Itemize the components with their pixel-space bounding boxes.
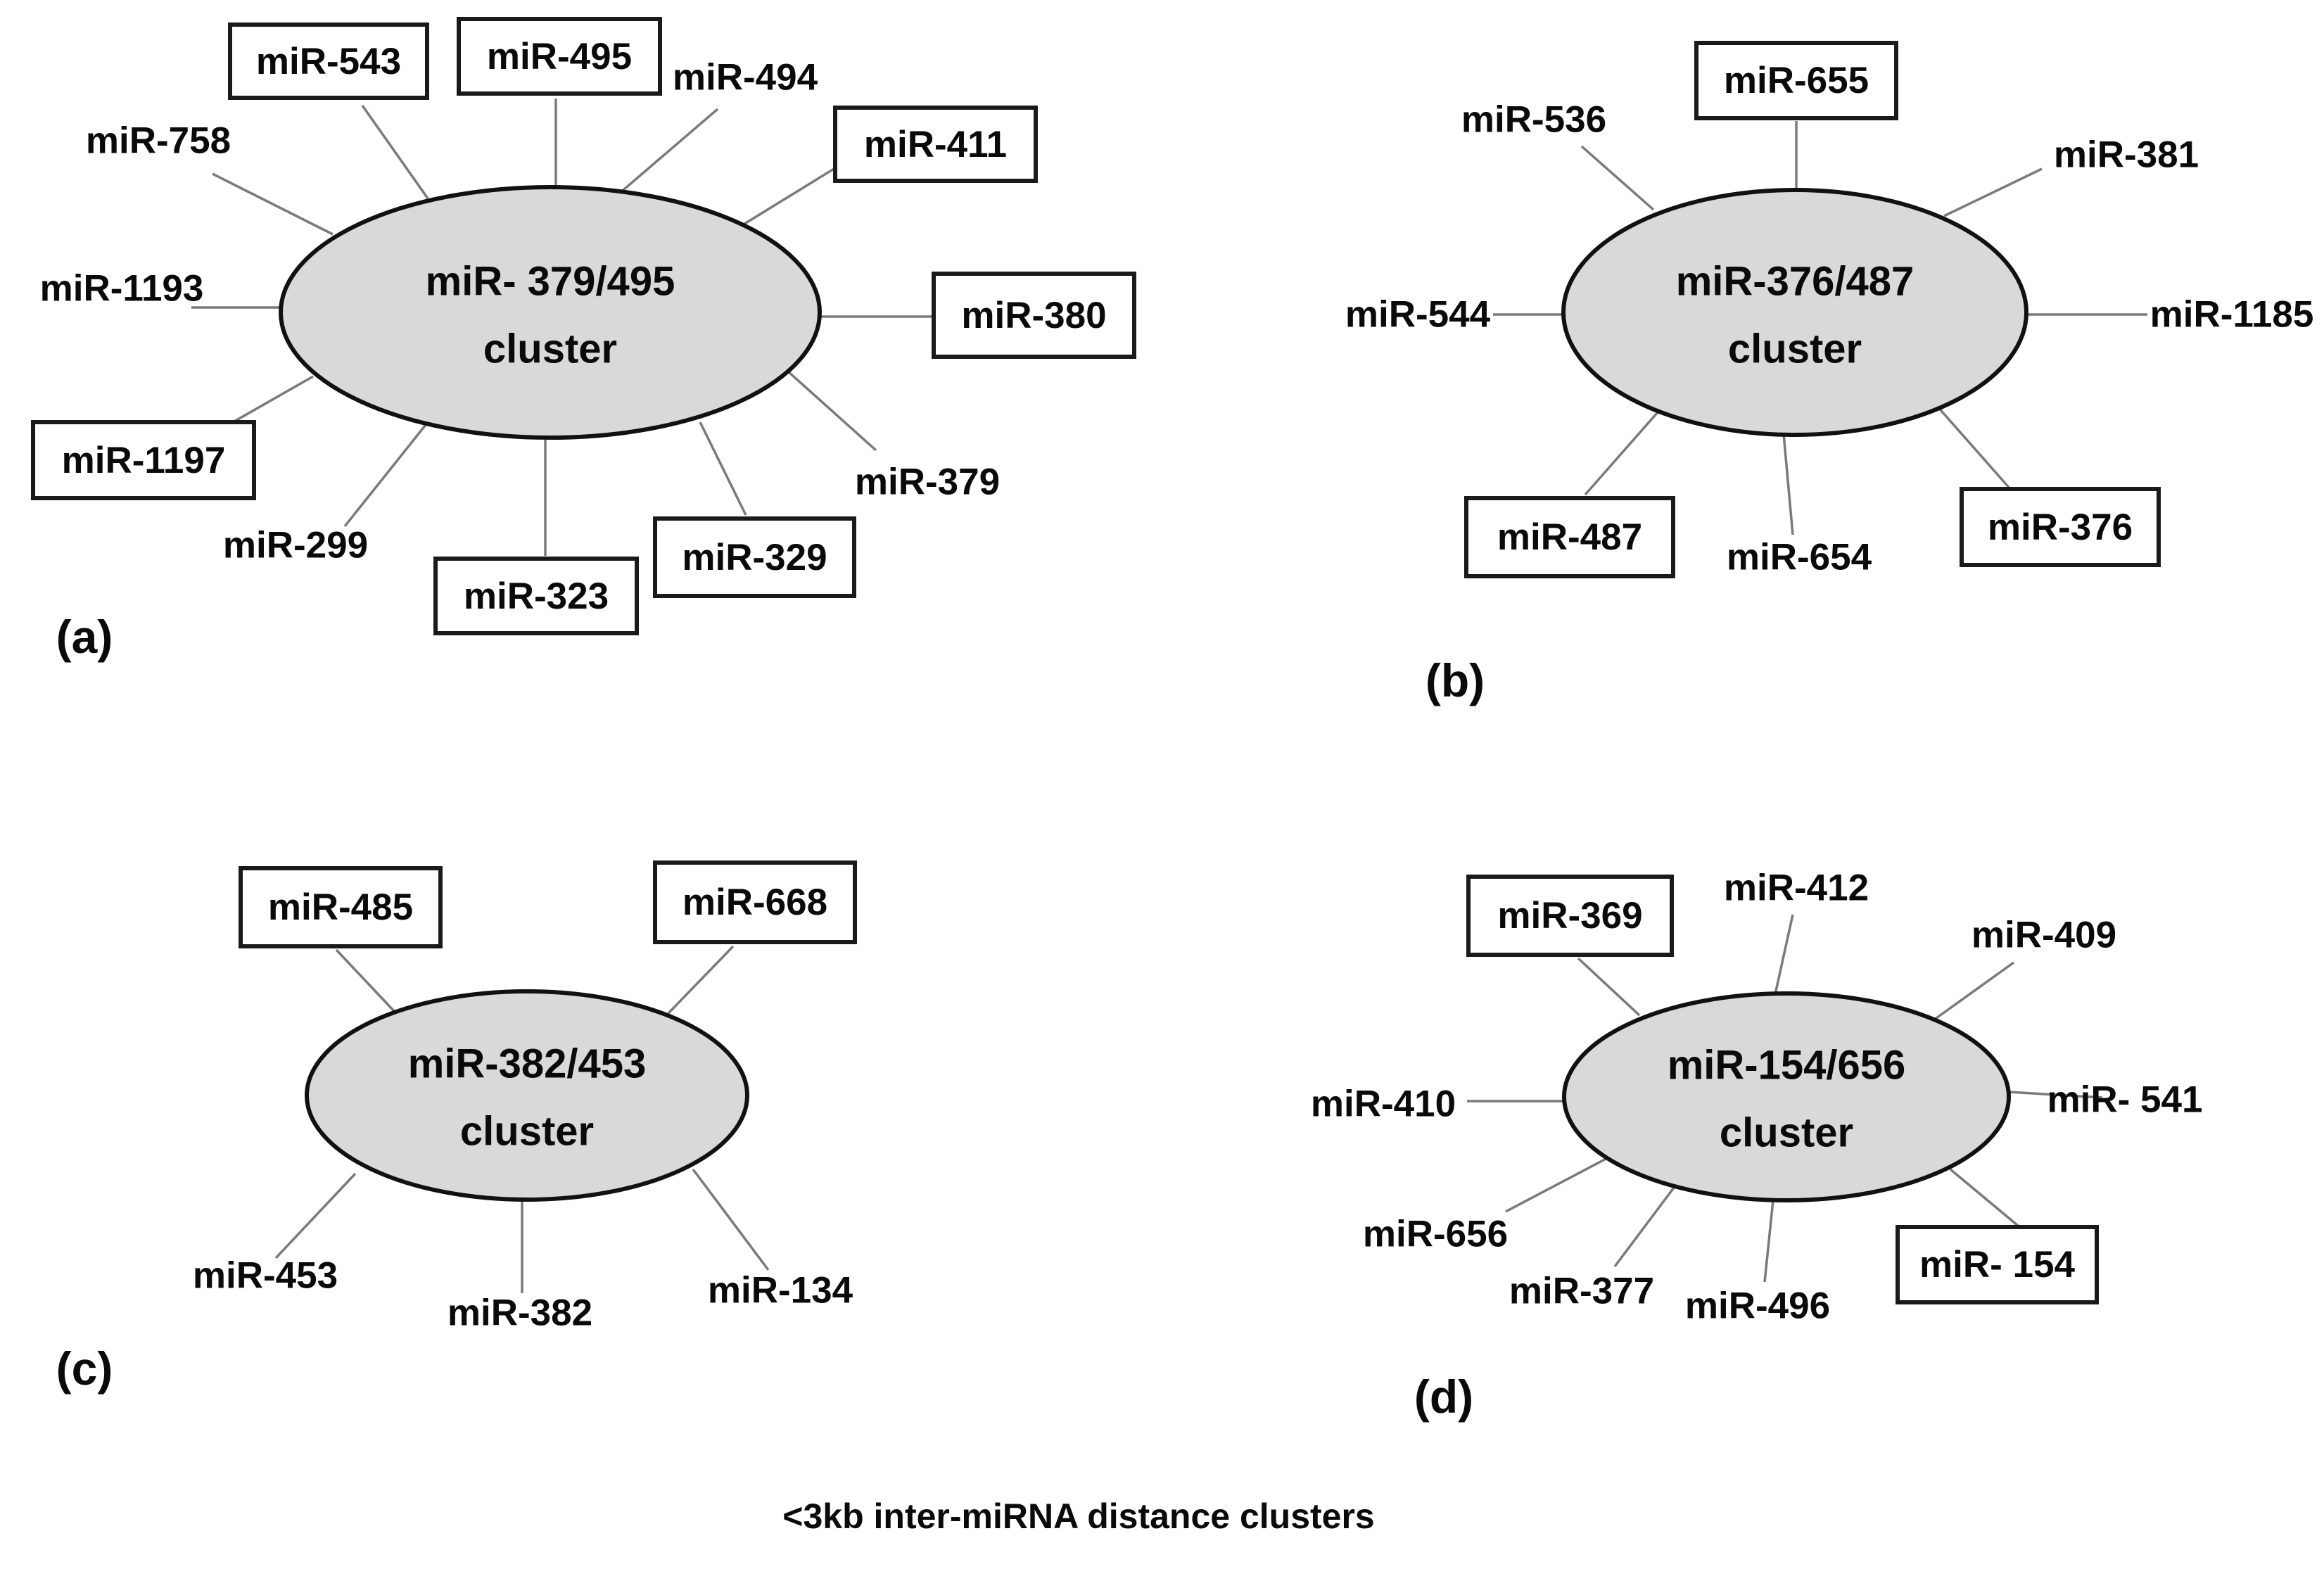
- node-miR-668: miR-668: [653, 860, 857, 944]
- cluster-a-title-line1: miR- 379/495: [425, 258, 675, 305]
- node-miR-382: miR-382: [447, 1292, 593, 1334]
- node-miR-656: miR-656: [1362, 1213, 1509, 1255]
- node-miR-1197: miR-1197: [31, 420, 256, 500]
- node-miR-758: miR-758: [85, 120, 231, 162]
- node-miR-134: miR-134: [707, 1269, 853, 1311]
- node-miR-379: miR-379: [854, 461, 1001, 503]
- node-miR-154: miR- 154: [1896, 1225, 2099, 1304]
- cluster-d-title-line1: miR-154/656: [1667, 1042, 1906, 1088]
- node-miR-411: miR-411: [833, 106, 1038, 183]
- node-miR-536: miR-536: [1461, 99, 1607, 141]
- cluster-d-title: miR-154/656 cluster: [1668, 1031, 1906, 1166]
- cluster-b-title-line1: miR-376/487: [1675, 258, 1915, 305]
- panel-label-b: (b): [1425, 654, 1485, 706]
- cluster-c-title-line2: cluster: [459, 1108, 595, 1154]
- node-miR-494: miR-494: [672, 56, 818, 99]
- node-miR-412: miR-412: [1723, 867, 1869, 909]
- node-miR-495: miR-495: [457, 17, 662, 96]
- node-miR-376: miR-376: [1960, 487, 2161, 567]
- node-miR-541: miR- 541: [2047, 1079, 2203, 1121]
- node-miR-453: miR-453: [192, 1254, 338, 1297]
- node-miR-380: miR-380: [932, 272, 1136, 359]
- node-miR-544: miR-544: [1345, 293, 1491, 336]
- panel-label-c: (c): [56, 1342, 113, 1395]
- cluster-b-title: miR-376/487 cluster: [1676, 248, 1915, 382]
- node-miR-543: miR-543: [228, 23, 429, 100]
- cluster-b-title-line2: cluster: [1727, 326, 1862, 371]
- node-miR-487: miR-487: [1464, 496, 1675, 578]
- node-miR-369: miR-369: [1466, 875, 1674, 957]
- node-miR-654: miR-654: [1726, 536, 1872, 578]
- node-miR-1185: miR-1185: [2150, 293, 2314, 336]
- node-miR-410: miR-410: [1310, 1083, 1456, 1125]
- node-miR-655: miR-655: [1694, 41, 1898, 120]
- cluster-d-ellipse: [1562, 991, 2011, 1202]
- node-miR-299: miR-299: [222, 524, 369, 566]
- cluster-a-title-line2: cluster: [483, 326, 618, 371]
- cluster-c-ellipse: [305, 989, 749, 1202]
- panel-label-d: (d): [1414, 1371, 1474, 1423]
- node-miR-377: miR-377: [1509, 1270, 1655, 1312]
- cluster-c-title: miR-382/453 cluster: [408, 1030, 647, 1164]
- node-miR-329: miR-329: [653, 516, 856, 598]
- cluster-a-title: miR- 379/495 cluster: [426, 248, 675, 382]
- node-miR-323: miR-323: [433, 557, 639, 635]
- node-miR-496: miR-496: [1684, 1285, 1831, 1327]
- cluster-c-title-line1: miR-382/453: [407, 1041, 647, 1087]
- node-miR-1193: miR-1193: [39, 267, 204, 310]
- cluster-d-title-line2: cluster: [1719, 1110, 1854, 1155]
- cluster-a-ellipse: [279, 185, 822, 440]
- connector-lines: [191, 99, 2147, 1293]
- panel-label-a: (a): [56, 611, 113, 663]
- node-miR-485: miR-485: [239, 866, 443, 948]
- figure-caption: <3kb inter-miRNA distance clusters: [782, 1497, 1375, 1536]
- node-miR-381: miR-381: [2053, 134, 2199, 176]
- node-miR-409: miR-409: [1971, 914, 2117, 956]
- cluster-b-ellipse: [1561, 188, 2028, 437]
